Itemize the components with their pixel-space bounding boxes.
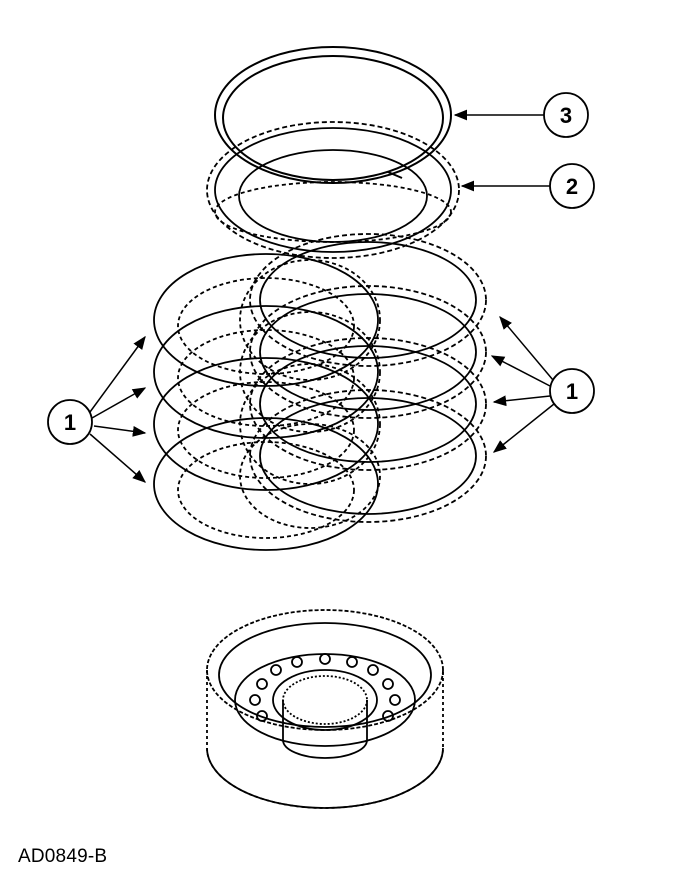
pressure-plate <box>206 121 460 259</box>
figure-code: AD0849-B <box>18 846 108 867</box>
friction-plates-stack <box>153 253 379 551</box>
snap-ring <box>214 46 452 184</box>
clutch-hub <box>206 609 444 809</box>
callout-1-right-label: 1 <box>566 379 578 404</box>
callout-1-right: 1 <box>490 315 595 453</box>
callout-1-left: 1 <box>47 335 147 483</box>
hub-holes <box>249 653 401 722</box>
callout-2-label: 2 <box>566 174 578 199</box>
callout-1-left-label: 1 <box>64 410 76 435</box>
callout-3: 3 <box>453 92 589 138</box>
callout-3-label: 3 <box>560 103 572 128</box>
callout-2: 2 <box>460 163 595 209</box>
